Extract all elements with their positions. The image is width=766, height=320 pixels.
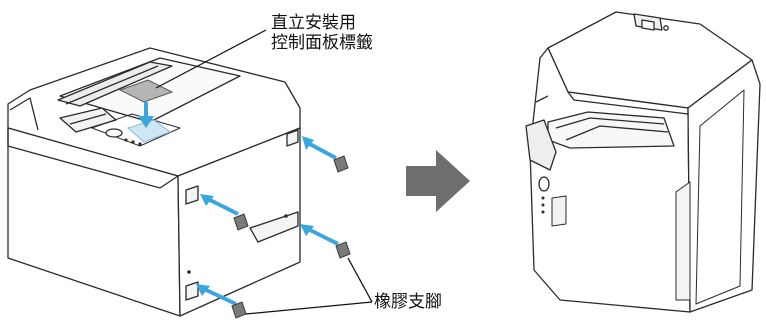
blue-arrow-icon <box>138 102 339 306</box>
rubber-feet-leader-lines <box>245 257 373 315</box>
callout-line-2: 控制面板標籤 <box>271 33 373 53</box>
control-panel-label-sheet <box>118 79 174 143</box>
rubber-feet-callout: 橡膠支腳 <box>374 292 442 312</box>
label-leader-line <box>155 29 267 89</box>
transition-arrow-icon <box>406 150 470 212</box>
vertical-printer-illustration <box>525 11 761 313</box>
control-panel-label-callout: 直立安裝用 控制面板標籤 <box>271 13 373 53</box>
callout-line-1: 直立安裝用 <box>271 13 356 33</box>
rubber-foot-icon <box>231 155 351 319</box>
